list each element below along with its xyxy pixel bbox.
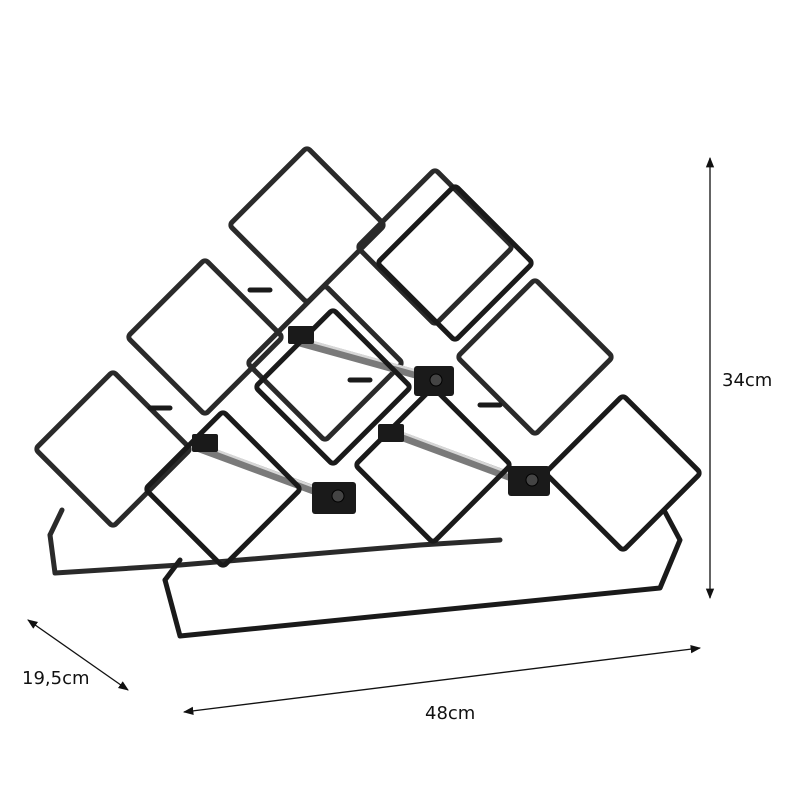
bolt-icon [331,489,345,503]
wine-rack-brackets [192,326,550,514]
width-dimension-arrow [182,645,702,715]
bolt-icon [429,373,443,387]
depth-label: 19,5cm [22,668,90,689]
rod-lower-left [195,443,335,501]
height-label: 34cm [722,370,773,391]
depth-dimension-arrow [27,619,129,691]
wine-rack-front-frame [162,509,683,639]
wine-rack-back-frame [47,507,503,576]
rod-upper [295,337,435,383]
bolt-icon [525,473,539,487]
width-label: 48cm [425,703,476,724]
